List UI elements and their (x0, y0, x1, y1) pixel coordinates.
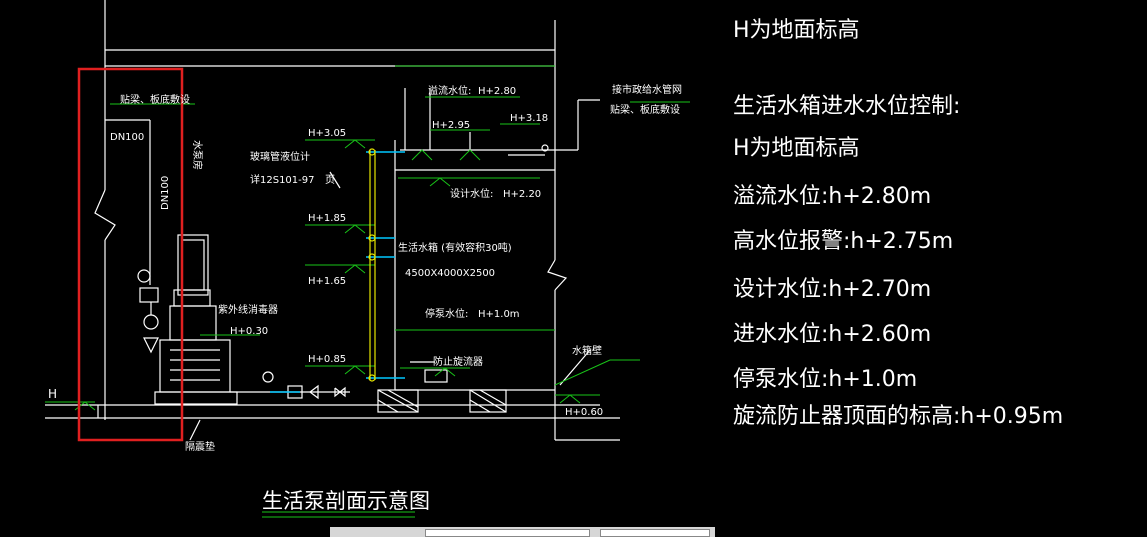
gauge-suffix: 页 (325, 174, 335, 186)
gauge-label: 玻璃管液位计 (250, 150, 310, 163)
note-line: 旋流防止器顶面的标高:h+0.95m (733, 404, 1063, 429)
level-lines (45, 65, 690, 518)
note-line: 高水位报警:h+2.75m (733, 229, 953, 254)
gauge-level: H+1.65 (308, 276, 346, 287)
city-pipe-1: 接市政给水管网 (612, 83, 682, 96)
uv-level: H+0.30 (230, 326, 268, 337)
isolation-label: 隔震垫 (185, 440, 215, 453)
cyan-pipes (270, 151, 405, 393)
note-line: H为地面标高 (733, 18, 860, 43)
gauge-level: H+1.85 (308, 213, 346, 224)
pipe-left-note: 贴梁、板底敷设 (120, 93, 190, 106)
gauge-level: H+3.05 (308, 128, 346, 139)
ground-label: H (48, 387, 57, 401)
note-line: H为地面标高 (733, 136, 860, 161)
stop-label: 停泵水位: (425, 307, 468, 320)
diagram-title: 生活泵剖面示意图 (262, 489, 430, 513)
pipe-dn-vertical: DN100 (160, 176, 171, 210)
wall-label: 水箱壁 (572, 344, 602, 357)
uv-label: 紫外线消毒器 (218, 303, 278, 316)
base-level: H+0.60 (565, 407, 603, 418)
glass-level-gauge (368, 148, 376, 382)
gauge-level: H+0.85 (308, 354, 346, 365)
pipe-dn-top: DN100 (110, 132, 144, 143)
note-line: 设计水位:h+2.70m (733, 277, 931, 302)
highlight-box (77, 67, 184, 442)
pump-room-label: 水泵房 (191, 140, 204, 170)
status-bar (330, 527, 715, 537)
note-line: 停泵水位:h+1.0m (733, 367, 917, 392)
design-value: H+2.20 (503, 189, 541, 200)
notes-panel: H为地面标高 生活水箱进水水位控制: H为地面标高 溢流水位:h+2.80m 高… (733, 18, 1063, 429)
tank-size: 4500X4000X2500 (405, 268, 495, 279)
gauge-ref: 详12S101-97 (250, 173, 315, 186)
structure-lines (45, 0, 620, 441)
status-field[interactable] (425, 529, 590, 537)
level-318: H+3.18 (510, 113, 548, 124)
tank-label: 生活水箱 (有效容积30吨) (398, 241, 512, 254)
diagram-labels: 贴梁、板底敷设 DN100 DN100 水泵房 玻璃管液位计 详12S101-9… (48, 83, 682, 453)
status-field[interactable] (600, 529, 710, 537)
note-line: 溢流水位:h+2.80m (733, 184, 931, 209)
vortex-label: 防止旋流器 (433, 355, 483, 368)
stop-value: H+1.0m (478, 309, 520, 320)
city-pipe-2: 贴梁、板底敷设 (610, 103, 680, 116)
overflow-value: H+2.80 (478, 86, 516, 97)
note-line: 进水水位:h+2.60m (733, 322, 931, 347)
level-295: H+2.95 (432, 120, 470, 131)
note-line: 生活水箱进水水位控制: (733, 94, 960, 119)
design-label: 设计水位: (450, 187, 493, 200)
overflow-label: 溢流水位: (428, 84, 471, 97)
